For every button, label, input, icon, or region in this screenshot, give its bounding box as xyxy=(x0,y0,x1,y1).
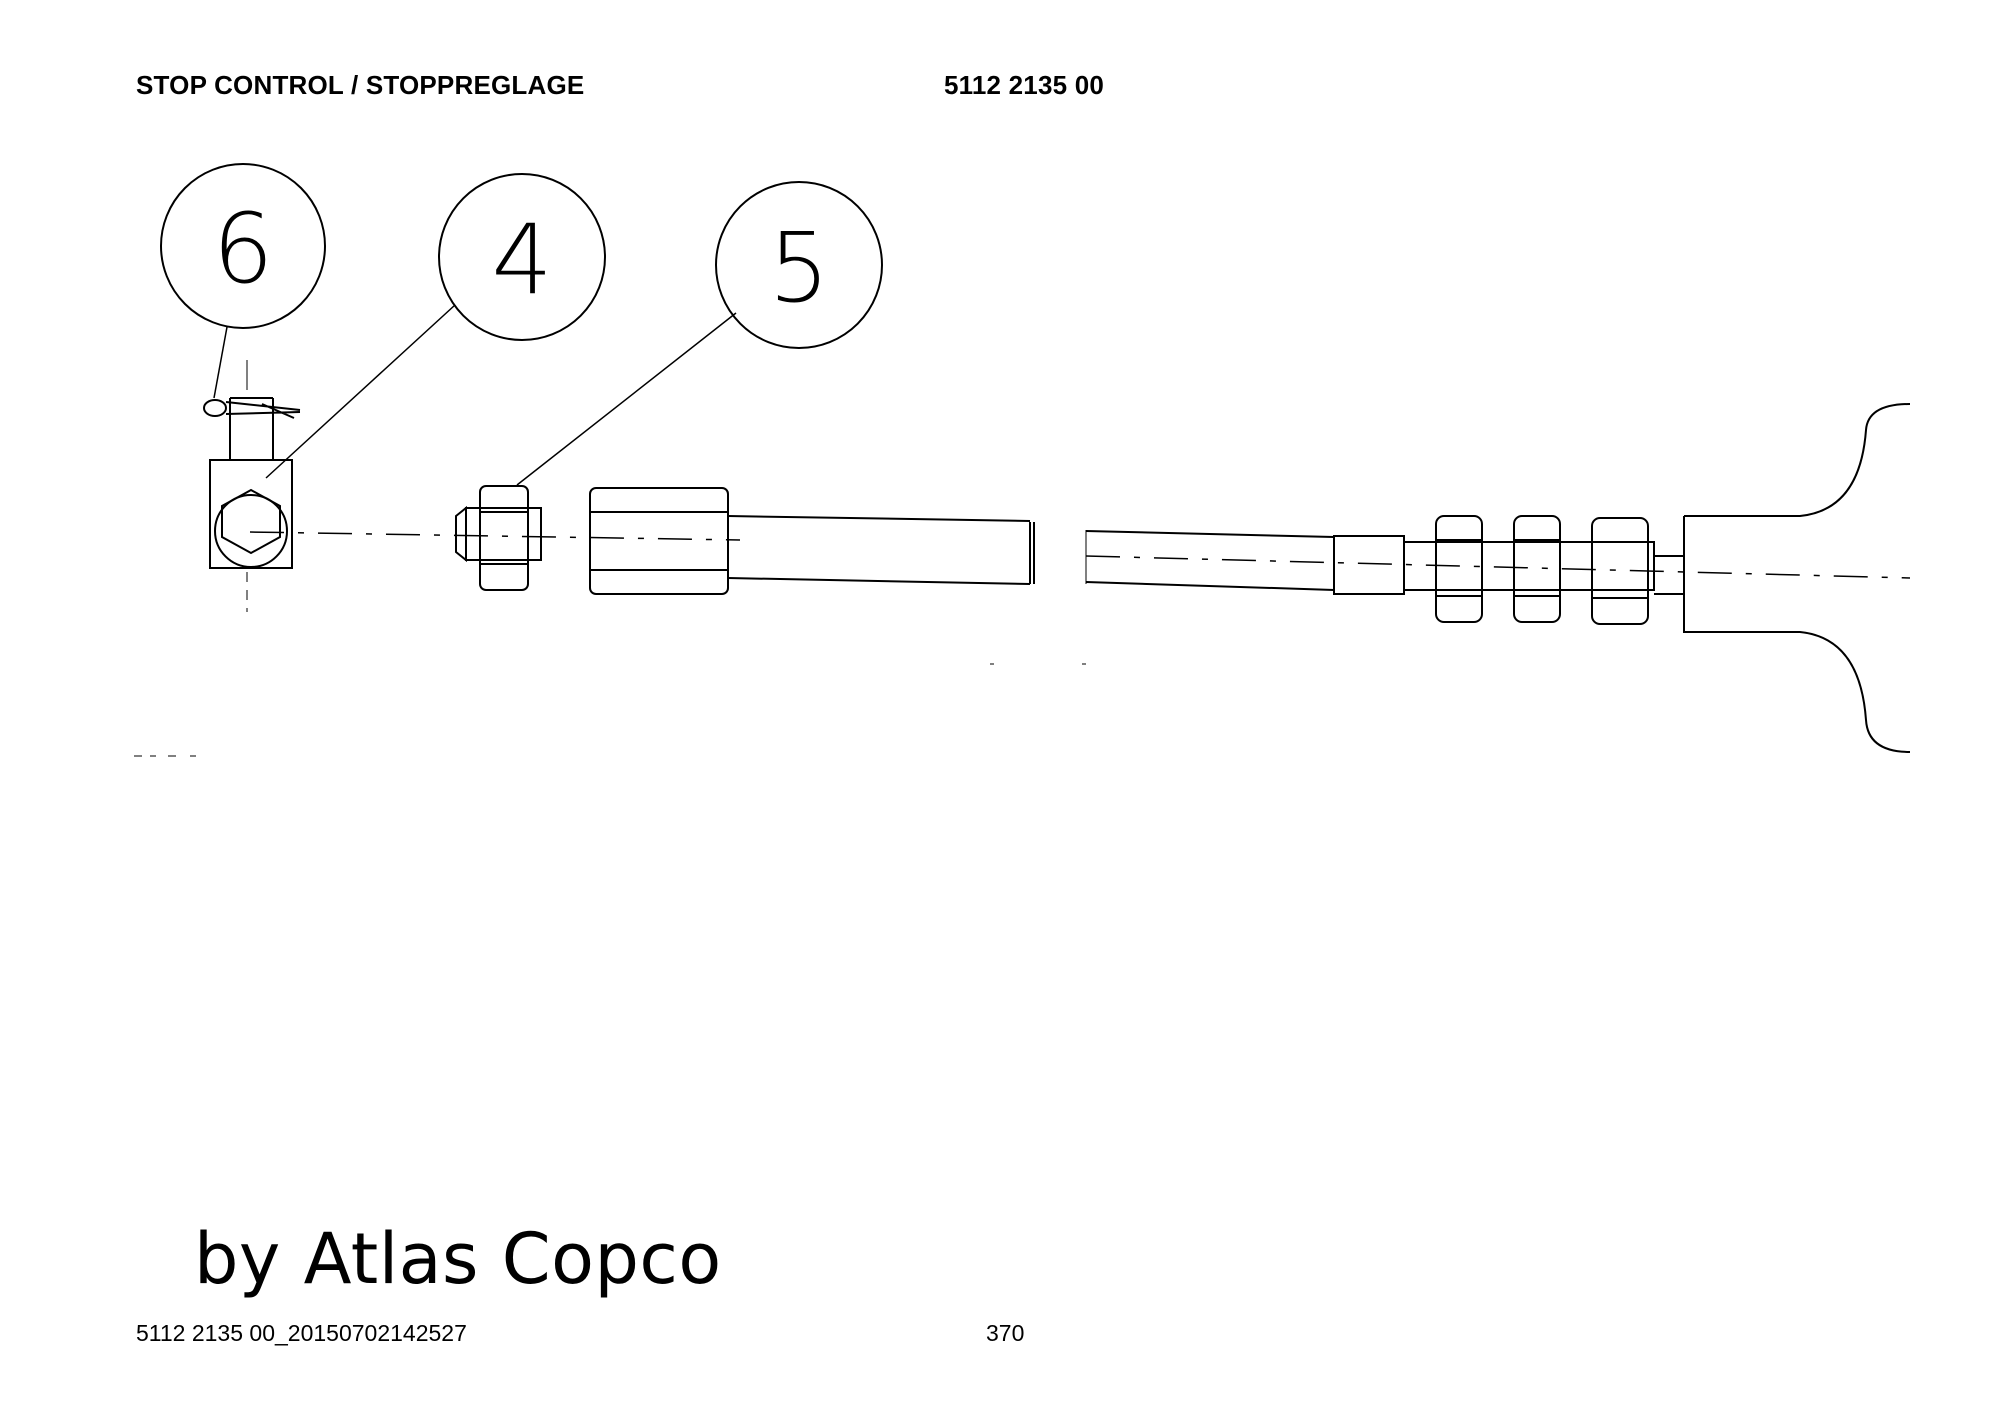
callout-6-number: 6 xyxy=(212,193,273,305)
callout-4-number: 4 xyxy=(491,204,552,316)
callout-4: 4 xyxy=(438,173,606,341)
callout-6: 6 xyxy=(160,163,326,329)
leader-line-6 xyxy=(213,326,228,399)
leader-line-5 xyxy=(516,312,737,486)
cable-right-section xyxy=(1085,403,1911,753)
center-line xyxy=(249,531,1911,579)
page-number: 370 xyxy=(986,1320,1025,1346)
document-id: 5112 2135 00_20150702142527 xyxy=(136,1320,467,1346)
leader-line-4 xyxy=(265,304,456,479)
callout-5: 5 xyxy=(715,181,883,349)
watermark: by Atlas Copco xyxy=(194,1218,722,1300)
clevis-assembly xyxy=(203,360,301,612)
page-title: STOP CONTROL / STOPPREGLAGE xyxy=(136,70,585,100)
part-number: 5112 2135 00 xyxy=(944,70,1105,100)
callout-5-number: 5 xyxy=(768,212,829,324)
scan-marks xyxy=(134,663,1086,757)
t-handle xyxy=(1683,403,1911,753)
cable-left-section xyxy=(455,485,1035,595)
